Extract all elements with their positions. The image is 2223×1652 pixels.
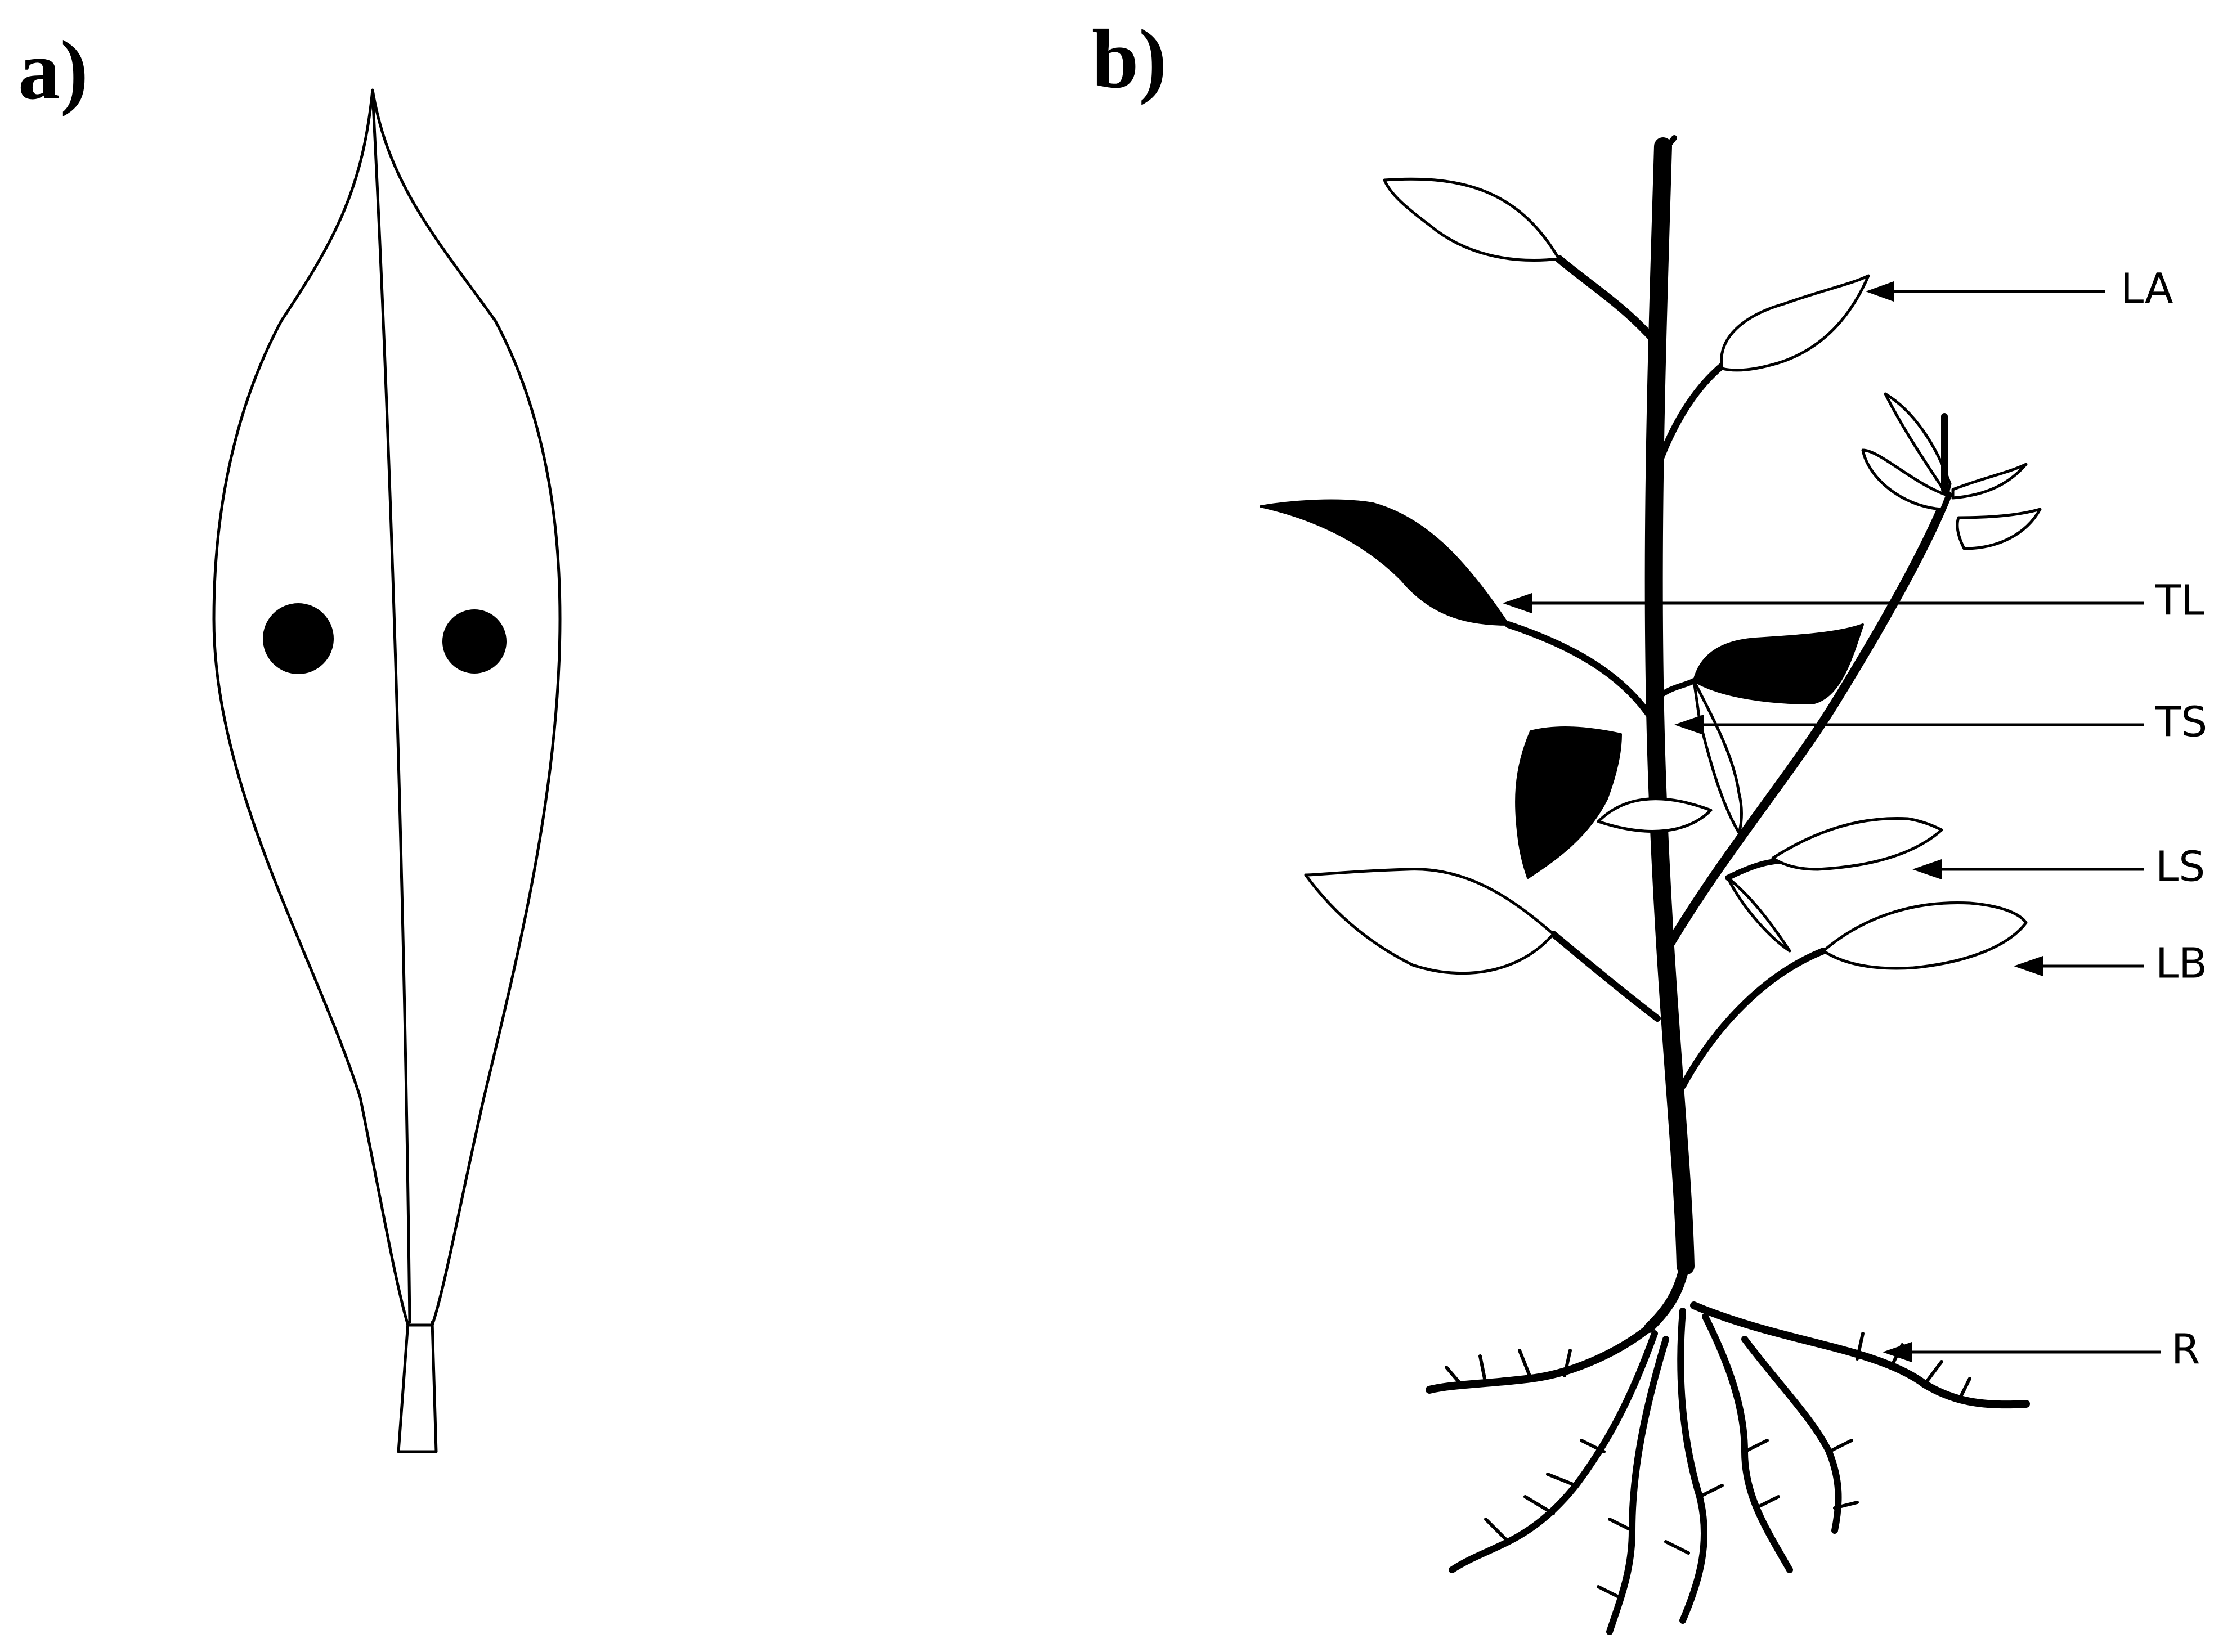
callout-ts-label: TS [2155,698,2207,747]
branch-ls [1728,861,1784,878]
callout-ls: LS [1912,843,2205,891]
leaf-ls [1773,818,1942,869]
leaf-a-blade-outline [214,90,560,1325]
callout-lb-label: LB [2155,940,2207,988]
panel-b-label: b) [1092,12,1167,106]
leaf-tl-dark [1261,501,1508,625]
root-center [1680,1311,1704,1620]
leaf-a-right-spot [442,609,507,674]
leaf-a-left-spot [263,603,334,674]
callout-ts-arrowhead [1674,715,1704,735]
callout-ts: TS [1674,698,2207,747]
leaf-a-petiole [398,1322,436,1452]
callout-la-arrowhead [1866,281,1894,302]
branch-dark-left [1508,625,1649,715]
callout-ls-arrowhead [1912,859,1942,879]
callout-tl-label: TL [2155,577,2204,625]
callout-la-label: LA [2121,265,2173,313]
leaf-lower-left [1306,869,1553,973]
branch-lower-right [1683,951,1823,1086]
root-hair-2 [1486,1440,1604,1542]
leaf-dark-lower-left [1516,728,1621,878]
leaf-a-midrib [373,93,410,1322]
root-right-mid [1745,1339,1839,1530]
leaf-middle-small [1598,799,1711,832]
callout-ls-label: LS [2155,843,2205,891]
root-left-main [1429,1328,1649,1390]
callout-la: LA [1866,265,2173,313]
leaf-tip-cluster-3 [1953,464,2026,498]
leaf-la [1722,276,1868,370]
callout-tl: TL [1503,577,2204,625]
callout-r: R [1883,1326,2200,1374]
callout-lb: LB [2014,940,2207,988]
callout-r-arrowhead [1883,1342,1912,1362]
leaf-lb [1823,903,2026,968]
branch-upper-left [1559,259,1652,338]
callout-r-label: R [2171,1326,2200,1374]
panel-a-label: a) [18,24,88,117]
leaf-top-left [1384,179,1559,260]
root-right-deep [1705,1317,1790,1570]
plant-drawing [1261,138,2040,1632]
callout-lb-arrowhead [2014,956,2043,976]
leaf-a-drawing [214,90,560,1452]
leaf-lower-right-small [1728,878,1790,951]
branch-lower-left [1553,934,1657,1018]
panel-b: b) [1092,12,2207,1632]
root-right-main [1694,1305,2026,1404]
panel-a: a) [18,24,560,1452]
main-stem [1654,146,1686,1266]
root-hair-3 [1857,1334,1970,1401]
callout-tl-arrowhead [1503,593,1532,613]
leaf-tip-cluster-4 [1957,509,2040,549]
